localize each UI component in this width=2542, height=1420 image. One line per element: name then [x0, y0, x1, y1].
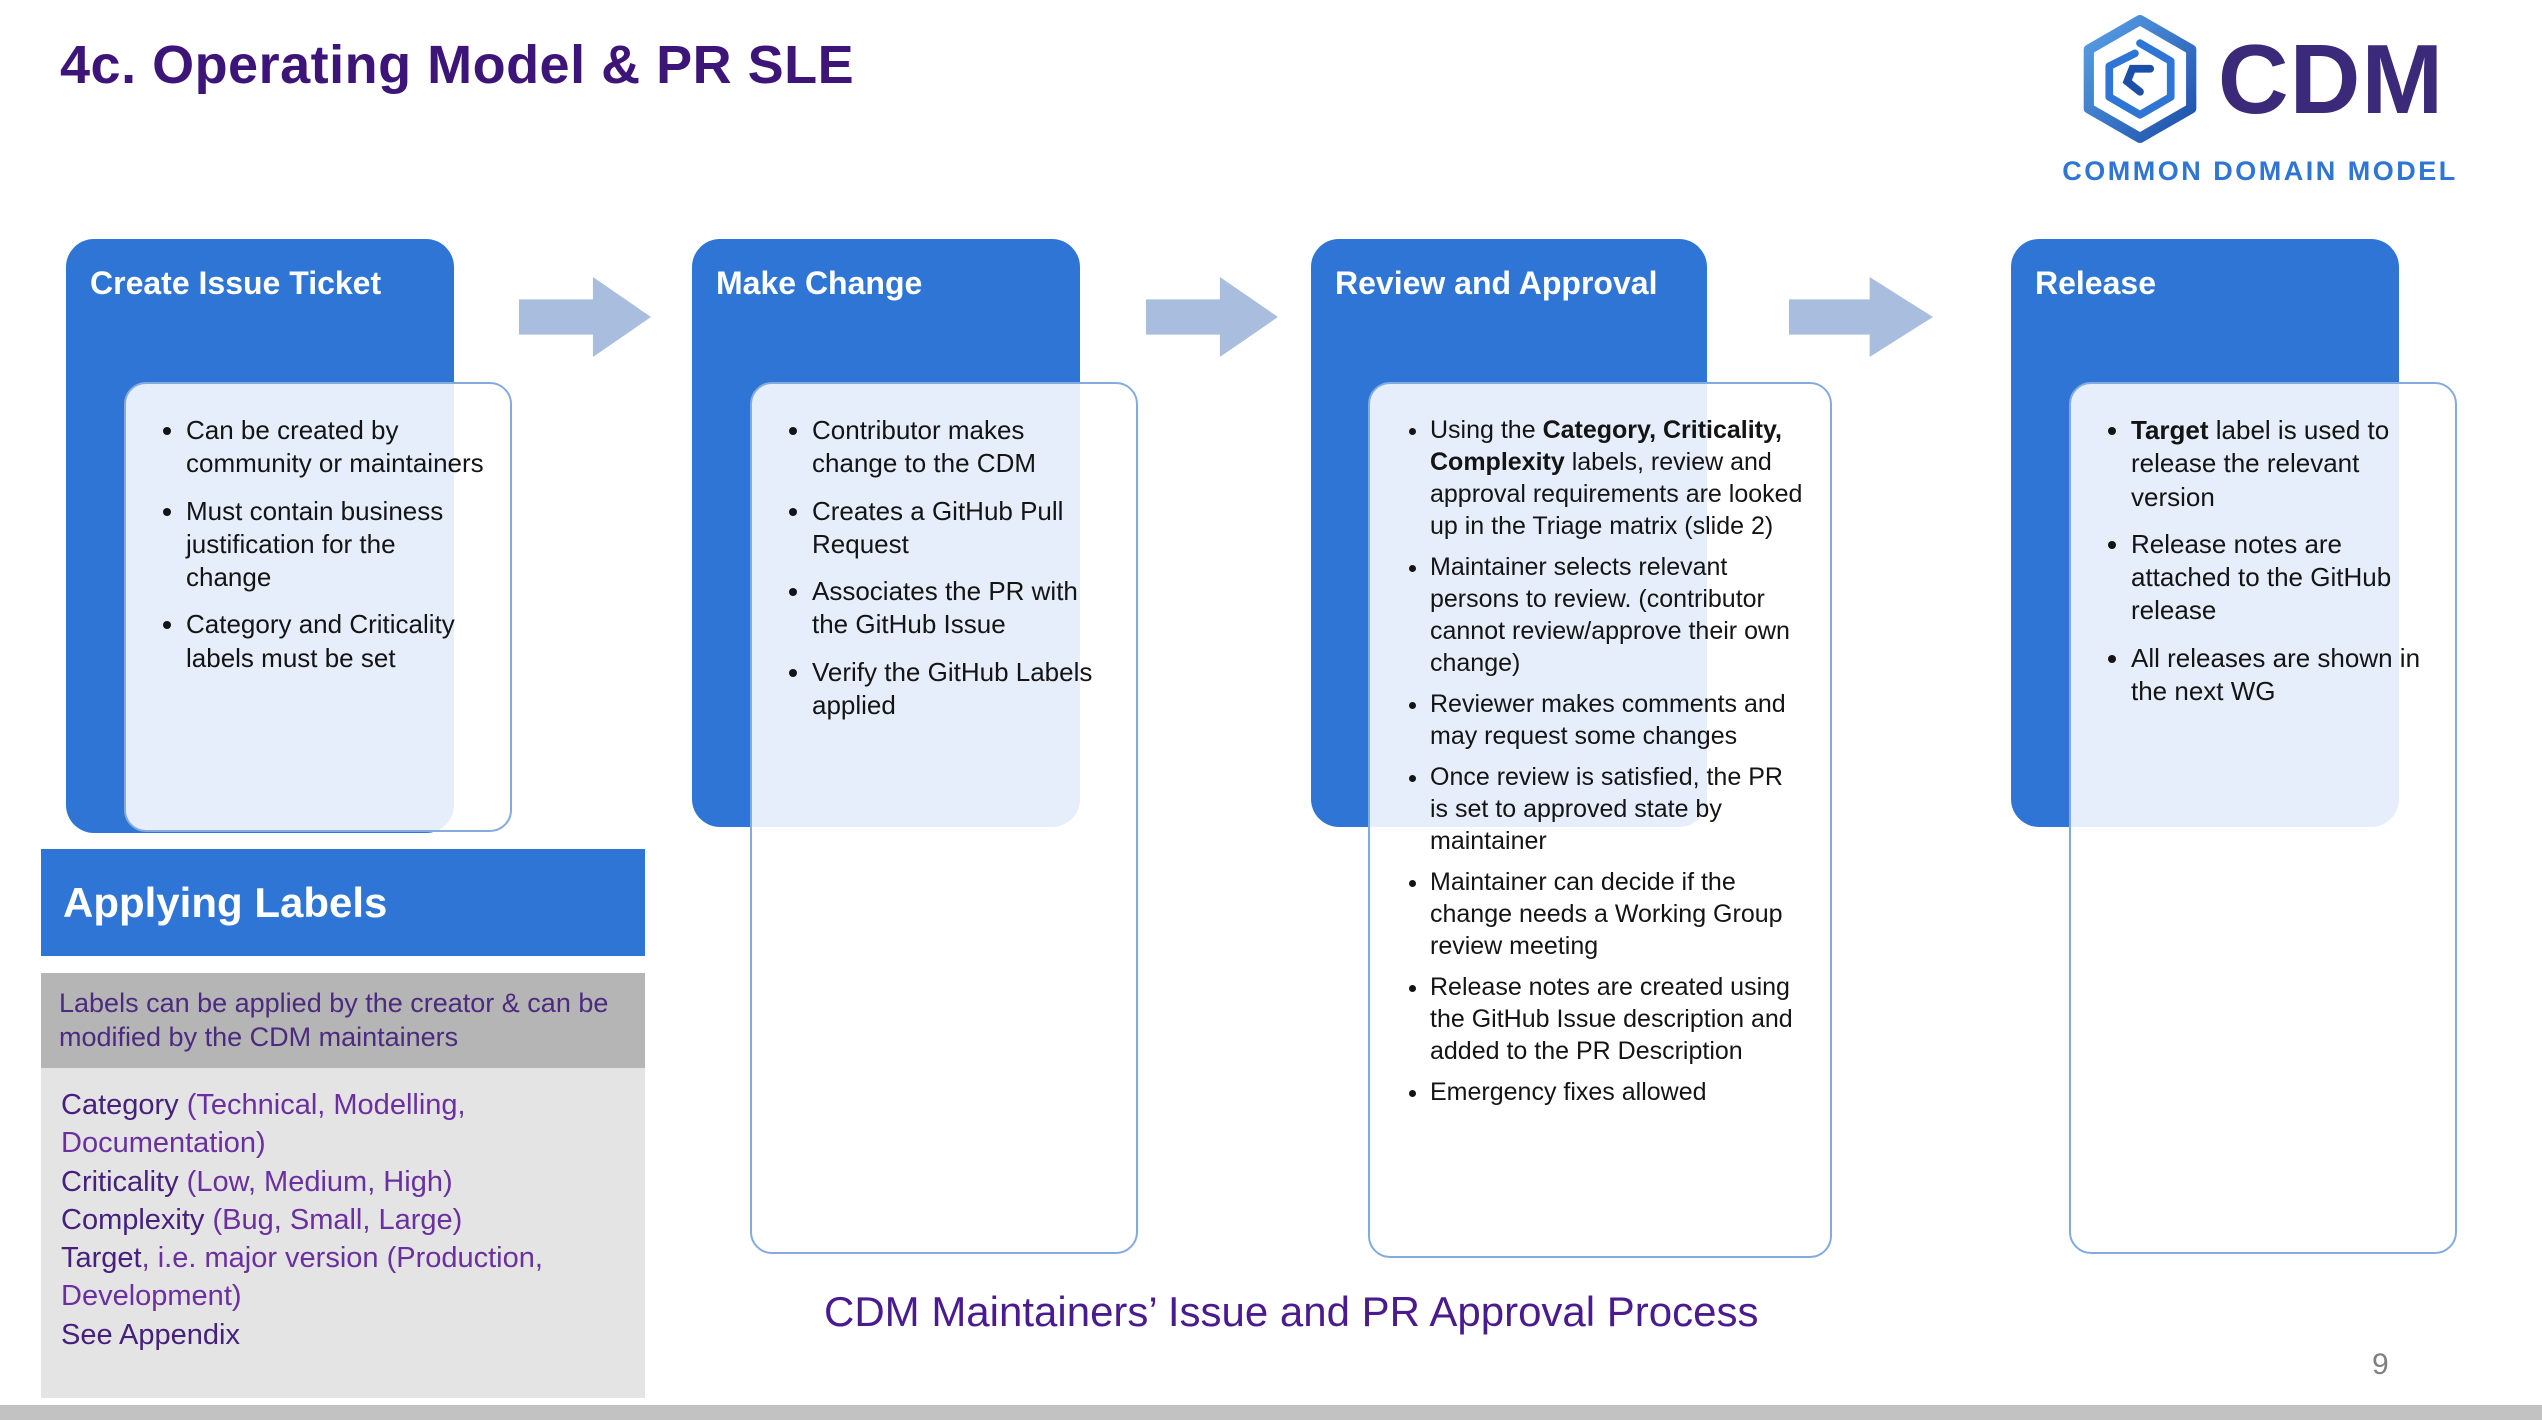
bullet-item: Category and Criticality labels must be …	[186, 608, 486, 675]
page-title: 4c. Operating Model & PR SLE	[60, 35, 855, 95]
bottom-strip	[0, 1405, 2542, 1420]
bullet-list: Can be created by community or maintaine…	[152, 414, 486, 675]
slide-caption: CDM Maintainers’ Issue and PR Approval P…	[824, 1288, 1759, 1335]
cdm-logo-subtitle: COMMON DOMAIN MODEL	[2062, 156, 2458, 186]
bullet-item: Contributor makes change to the CDM	[812, 414, 1112, 481]
flow-arrow-icon	[519, 277, 651, 357]
label-item: See Appendix	[61, 1318, 240, 1351]
bullet-item: Emergency fixes allowed	[1430, 1076, 1806, 1108]
bullet-item: Maintainer can decide if the change need…	[1430, 866, 1806, 962]
label-item: Category (Technical, Modelling, Document…	[61, 1089, 466, 1160]
stage-card-release: Target label is used to release the rele…	[2069, 382, 2457, 1254]
bullet-list: Using the Category, Criticality, Complex…	[1396, 414, 1806, 1108]
applying-labels-header: Applying Labels	[41, 849, 645, 956]
label-item: Target, i.e. major version (Production, …	[61, 1242, 543, 1313]
bullet-item: Using the Category, Criticality, Complex…	[1430, 414, 1806, 542]
bullet-item: Must contain business justification for …	[186, 495, 486, 595]
stage-title: Make Change	[716, 265, 923, 301]
bullet-item: Maintainer selects relevant persons to r…	[1430, 551, 1806, 679]
bullet-item: Creates a GitHub Pull Request	[812, 495, 1112, 562]
stage-card-create-issue-ticket: Can be created by community or maintaine…	[124, 382, 512, 832]
cdm-hexagon-icon	[2083, 15, 2197, 143]
bullet-item: Associates the PR with the GitHub Issue	[812, 575, 1112, 642]
cdm-logo-text: CDM	[2217, 24, 2445, 134]
bullet-list: Contributor makes change to the CDM Crea…	[778, 414, 1112, 722]
stage-card-review-and-approval: Using the Category, Criticality, Complex…	[1368, 382, 1832, 1258]
bullet-item: Can be created by community or maintaine…	[186, 414, 486, 481]
stage-title: Create Issue Ticket	[90, 265, 382, 301]
page-number: 9	[2372, 1348, 2389, 1381]
bullet-item: Release notes are created using the GitH…	[1430, 971, 1806, 1067]
stage-title: Review and Approval	[1335, 265, 1658, 301]
bullet-item: Verify the GitHub Labels applied	[812, 656, 1112, 723]
bullet-item: Reviewer makes comments and may request …	[1430, 688, 1806, 752]
applying-labels-title: Applying Labels	[63, 878, 388, 926]
stage-title: Release	[2035, 265, 2156, 301]
bullet-item: Release notes are attached to the GitHub…	[2131, 528, 2431, 628]
bullet-list: Target label is used to release the rele…	[2097, 414, 2431, 708]
label-item: Complexity (Bug, Small, Large)	[61, 1203, 463, 1236]
bullet-item: Target label is used to release the rele…	[2131, 414, 2431, 514]
bullet-item: Once review is satisfied, the PR is set …	[1430, 761, 1806, 857]
flow-arrow-icon	[1146, 277, 1278, 357]
flow-arrow-icon	[1789, 277, 1933, 357]
applying-labels-note: Labels can be applied by the creator & c…	[41, 973, 645, 1068]
bullet-item: All releases are shown in the next WG	[2131, 642, 2431, 709]
applying-labels-list: Category (Technical, Modelling, Document…	[41, 1068, 645, 1398]
label-item: Criticality (Low, Medium, High)	[61, 1165, 453, 1198]
stage-card-make-change: Contributor makes change to the CDM Crea…	[750, 382, 1138, 1254]
cdm-logo: CDM COMMON DOMAIN MODEL	[2040, 12, 2480, 187]
